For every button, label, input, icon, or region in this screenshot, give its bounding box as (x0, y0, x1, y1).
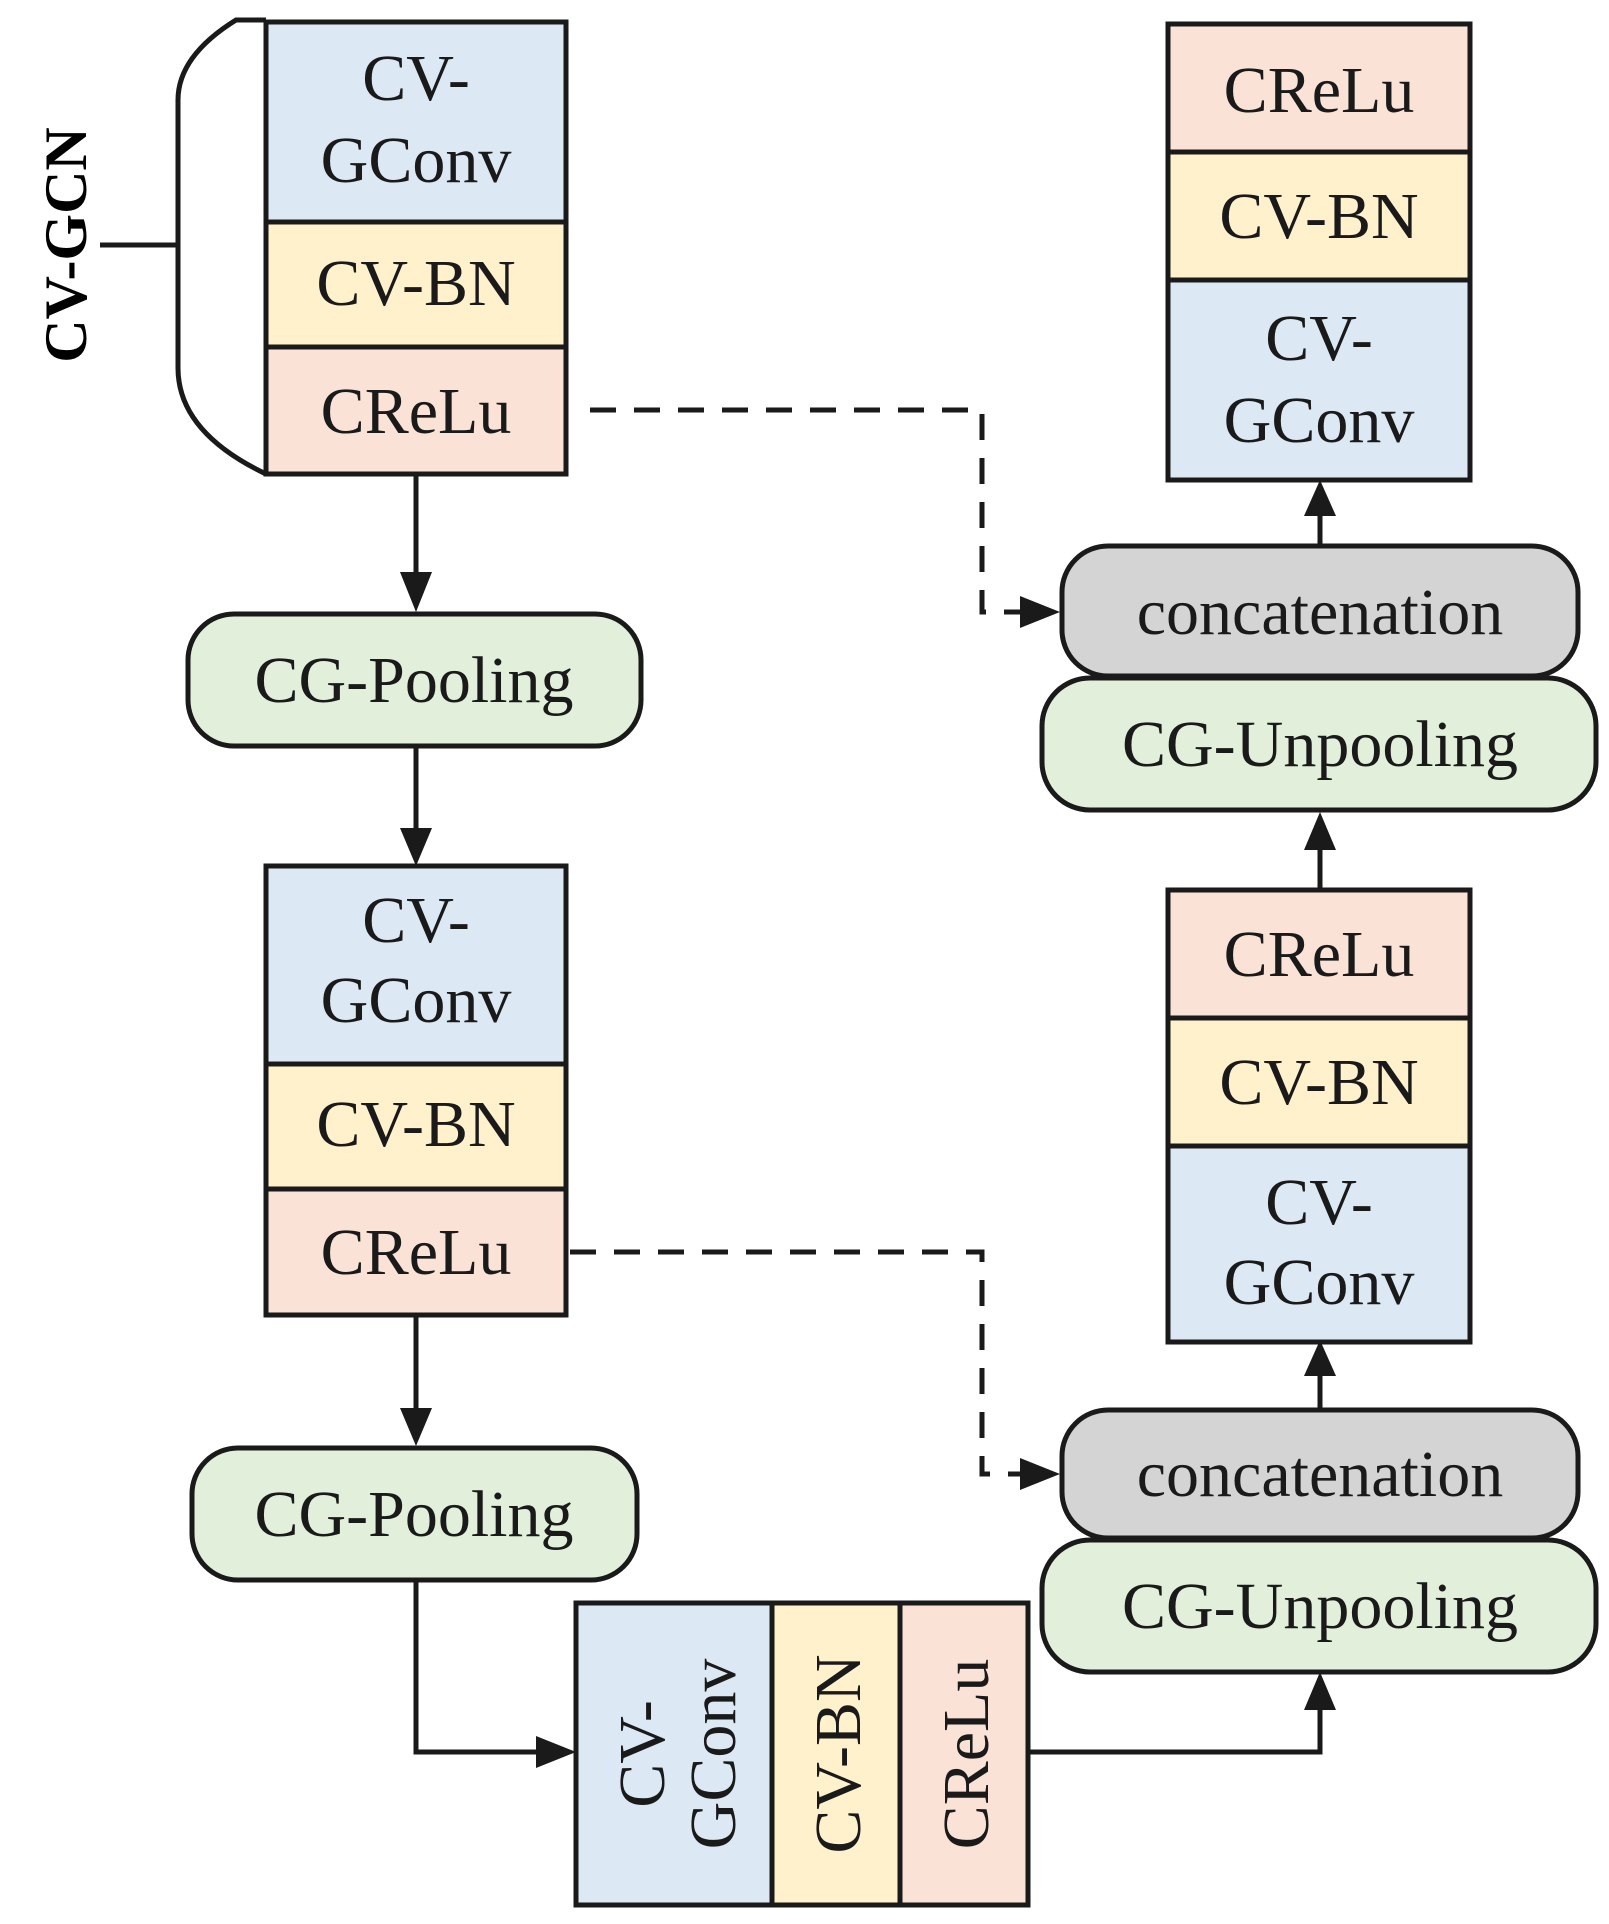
gconv-label-line2: GConv (1224, 1246, 1415, 1319)
bn-label: CV-BN (316, 247, 515, 320)
concatenation-1: concatenation (1059, 543, 1581, 679)
bn-label: CV-BN (1219, 180, 1418, 253)
arrow-up-3 (1304, 480, 1336, 546)
concat-label: concatenation (1137, 1438, 1503, 1511)
encoder-block-1: CV- GConv CV-BN CReLu (263, 19, 569, 477)
decoder-block-2: CReLu CV-BN CV- GConv (1165, 21, 1473, 483)
bn-box (1165, 1015, 1473, 1149)
gconv-label-line1: CV- (362, 42, 470, 115)
skip-connection-2 (570, 1249, 1060, 1490)
gconv-label-line1: CV- (606, 1700, 679, 1808)
gconv-box (263, 863, 569, 1067)
arrow-up-1 (1304, 1340, 1336, 1410)
gconv-box (1165, 277, 1473, 483)
bottleneck-block: CV- GConv CV-BN CReLu (573, 1600, 1031, 1908)
pooling-2: CG-Pooling (189, 1445, 640, 1583)
decoder-block-1: CReLu CV-BN CV- GConv (1165, 887, 1473, 1345)
arrow-up-2 (1304, 812, 1336, 890)
encoder-block-2: CV- GConv CV-BN CReLu (263, 863, 569, 1318)
gconv-box (573, 1600, 775, 1908)
skip-connection-1 (590, 407, 1060, 628)
relu-label: CReLu (930, 1659, 1003, 1850)
concatenation-2: concatenation (1059, 1407, 1581, 1541)
pooling-1: CG-Pooling (185, 611, 644, 749)
relu-box (897, 1600, 1031, 1908)
bn-box (769, 1600, 903, 1908)
bn-box (1165, 149, 1473, 283)
bn-box (263, 1061, 569, 1192)
gconv-label-line2: GConv (321, 964, 512, 1037)
gconv-label-line1: CV- (362, 884, 470, 957)
relu-label: CReLu (1224, 54, 1415, 127)
cv-gcn-bracket (100, 17, 268, 477)
pooling-label: CG-Pooling (254, 644, 573, 717)
arrow-down-3 (400, 1315, 432, 1446)
concat-label: concatenation (1137, 576, 1503, 649)
unpooling-label: CG-Unpooling (1122, 708, 1518, 781)
relu-box (263, 1186, 569, 1318)
gconv-box (1165, 1143, 1473, 1345)
bn-label: CV-BN (316, 1088, 515, 1161)
unpooling-2: CG-Unpooling (1039, 1537, 1599, 1675)
arrow-to-bottleneck (413, 1580, 576, 1768)
gconv-label-line1: CV- (1265, 302, 1373, 375)
gconv-label-line1: CV- (1265, 1166, 1373, 1239)
gconv-label-line2: GConv (677, 1659, 750, 1850)
arrow-down-2 (400, 746, 432, 866)
relu-label: CReLu (321, 1216, 512, 1289)
gconv-label-line2: GConv (1224, 384, 1415, 457)
relu-label: CReLu (1224, 918, 1415, 991)
gconv-label-line2: GConv (321, 124, 512, 197)
pooling-label: CG-Pooling (254, 1478, 573, 1551)
bn-label: CV-BN (1219, 1046, 1418, 1119)
unpooling-label: CG-Unpooling (1122, 1570, 1518, 1643)
bn-label: CV-BN (802, 1654, 875, 1853)
relu-label: CReLu (321, 375, 512, 448)
bn-box (263, 219, 569, 350)
unpooling-1: CG-Unpooling (1039, 675, 1599, 813)
cv-gcn-label: CV-GCN (33, 127, 99, 363)
arrow-to-unpooling-2 (1028, 1672, 1336, 1755)
relu-box (1165, 21, 1473, 155)
arrow-down-1 (400, 474, 432, 612)
